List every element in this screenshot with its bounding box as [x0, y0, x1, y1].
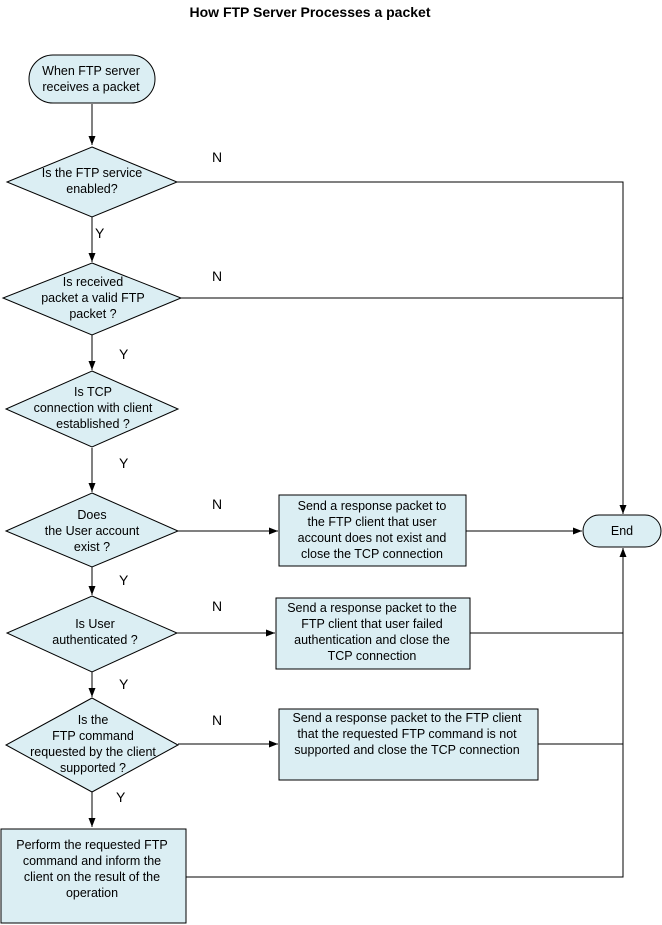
d-service-line: Is the FTP service [42, 166, 143, 180]
process-user-not-exist [278, 494, 467, 567]
p-unsupported-line: supported and close the TCP connection [294, 743, 519, 757]
process-auth-failed [275, 597, 471, 670]
diagram-title: How FTP Server Processes a packet [190, 4, 431, 20]
label-cmd-no: N [212, 712, 222, 728]
decision-valid-packet-label: Is received packet a valid FTP packet ? [41, 275, 145, 321]
label-user-yes: Y [119, 572, 129, 588]
start-terminal [28, 54, 156, 104]
start-line: receives a packet [42, 80, 140, 94]
decision-service-enabled [5, 146, 179, 218]
start-line: When FTP server [42, 64, 140, 78]
label-valid-yes: Y [119, 346, 129, 362]
p-unsupported-line: that the requested FTP command is not [297, 727, 517, 741]
d-tcp-line: connection with client [34, 401, 153, 415]
p-auth-fail-line: authentication and close the [294, 633, 450, 647]
p-no-user-line: the FTP client that user [308, 515, 437, 529]
d-valid-line: packet a valid FTP [41, 291, 145, 305]
process-command-unsupported [278, 708, 539, 781]
d-user-line: Does [77, 508, 106, 522]
edge-labels: N Y N Y Y N Y N Y N Y [95, 149, 222, 805]
start-terminal-label: When FTP server receives a packet [42, 64, 140, 94]
p-no-user-line: close the TCP connection [301, 547, 443, 561]
d-user-line: exist ? [74, 540, 110, 554]
process-command-unsupported-label: Send a response packet to the FTP client… [292, 711, 522, 757]
edge-perform-to-end [186, 548, 627, 878]
d-cmd-line: FTP command [52, 729, 134, 743]
p-unsupported-line: Send a response packet to the FTP client [292, 711, 522, 725]
d-cmd-line: requested by the client [30, 745, 156, 759]
d-cmd-line: Is the [78, 713, 109, 727]
decision-user-authenticated [5, 595, 179, 673]
d-cmd-line: supported ? [60, 761, 126, 775]
p-no-user-line: account does not exist and [298, 531, 447, 545]
decision-user-exists-label: Does the User account exist ? [45, 508, 140, 554]
d-service-line: enabled? [66, 182, 117, 196]
decision-tcp-established [4, 370, 180, 448]
process-perform-command-label: Perform the requested FTP command and inf… [16, 838, 167, 900]
label-service-yes: Y [95, 225, 105, 241]
label-service-no: N [212, 149, 222, 165]
d-valid-line: packet ? [69, 307, 116, 321]
d-auth-line: authenticated ? [52, 633, 138, 647]
label-cmd-yes: Y [116, 789, 126, 805]
p-no-user-line: Send a response packet to [298, 499, 447, 513]
process-user-not-exist-label: Send a response packet to the FTP client … [298, 499, 447, 561]
d-tcp-line: established ? [56, 417, 130, 431]
p-auth-fail-line: Send a response packet to the [287, 601, 457, 615]
p-perform-line: operation [66, 886, 118, 900]
decision-valid-packet [1, 262, 183, 336]
label-tcp-yes: Y [119, 455, 129, 471]
label-auth-no: N [212, 598, 222, 614]
decision-service-enabled-label: Is the FTP service enabled? [42, 166, 143, 196]
edges [88, 104, 627, 878]
label-auth-yes: Y [119, 676, 129, 692]
decision-user-authenticated-label: Is User authenticated ? [52, 617, 138, 647]
p-auth-fail-line: TCP connection [328, 649, 417, 663]
d-user-line: the User account [45, 524, 140, 538]
nodes: When FTP server receives a packet Is the … [0, 54, 662, 924]
process-perform-command [0, 828, 187, 924]
label-user-no: N [212, 496, 222, 512]
d-valid-line: Is received [63, 275, 123, 289]
decision-tcp-established-label: Is TCP connection with client established … [34, 385, 153, 431]
edge-service-no [177, 181, 627, 514]
label-valid-no: N [212, 268, 222, 284]
end-terminal-label: End [611, 524, 633, 538]
decision-command-supported [4, 697, 180, 793]
p-auth-fail-line: FTP client that user failed [301, 617, 443, 631]
end-terminal [582, 514, 662, 548]
p-perform-line: Perform the requested FTP [16, 838, 167, 852]
end-line: End [611, 524, 633, 538]
d-tcp-line: Is TCP [74, 385, 112, 399]
p-perform-line: client on the result of the [24, 870, 160, 884]
p-perform-line: command and inform the [23, 854, 161, 868]
d-auth-line: Is User [75, 617, 115, 631]
decision-user-exists [4, 492, 180, 568]
